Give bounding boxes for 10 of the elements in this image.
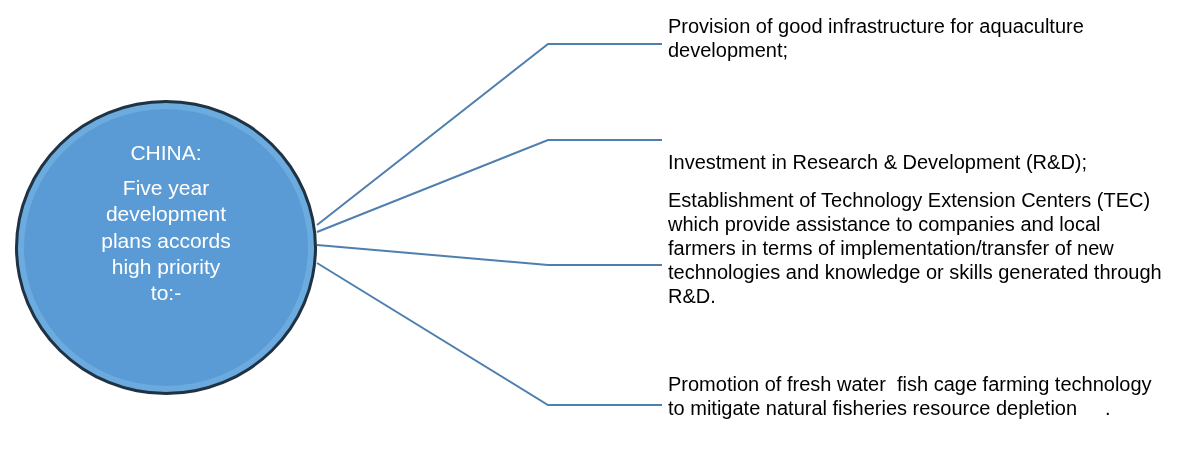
connector-line — [316, 43, 663, 226]
priority-text: Provision of good infrastructure for aquaculture development; — [668, 14, 1173, 62]
priority-text: Promotion of fresh water fish cage farming technology to mitigate natural fisheries resource depletion . — [668, 372, 1173, 420]
connector-line — [316, 139, 663, 233]
connector-line — [316, 244, 663, 266]
priority-text: Establishment of Technology Extension Centers (TEC) which provide assistance to companies and local farmers in terms of implementation/transfer of new technologies and knowledge or skills generated through R&D. — [668, 188, 1173, 308]
circle-heading: CHINA: — [130, 141, 202, 165]
circle-body-text: Five year development plans accords high priority to:- — [101, 175, 231, 306]
connector-line — [316, 262, 663, 406]
priority-text: Investment in Research & Development (R&D); — [668, 150, 1173, 174]
